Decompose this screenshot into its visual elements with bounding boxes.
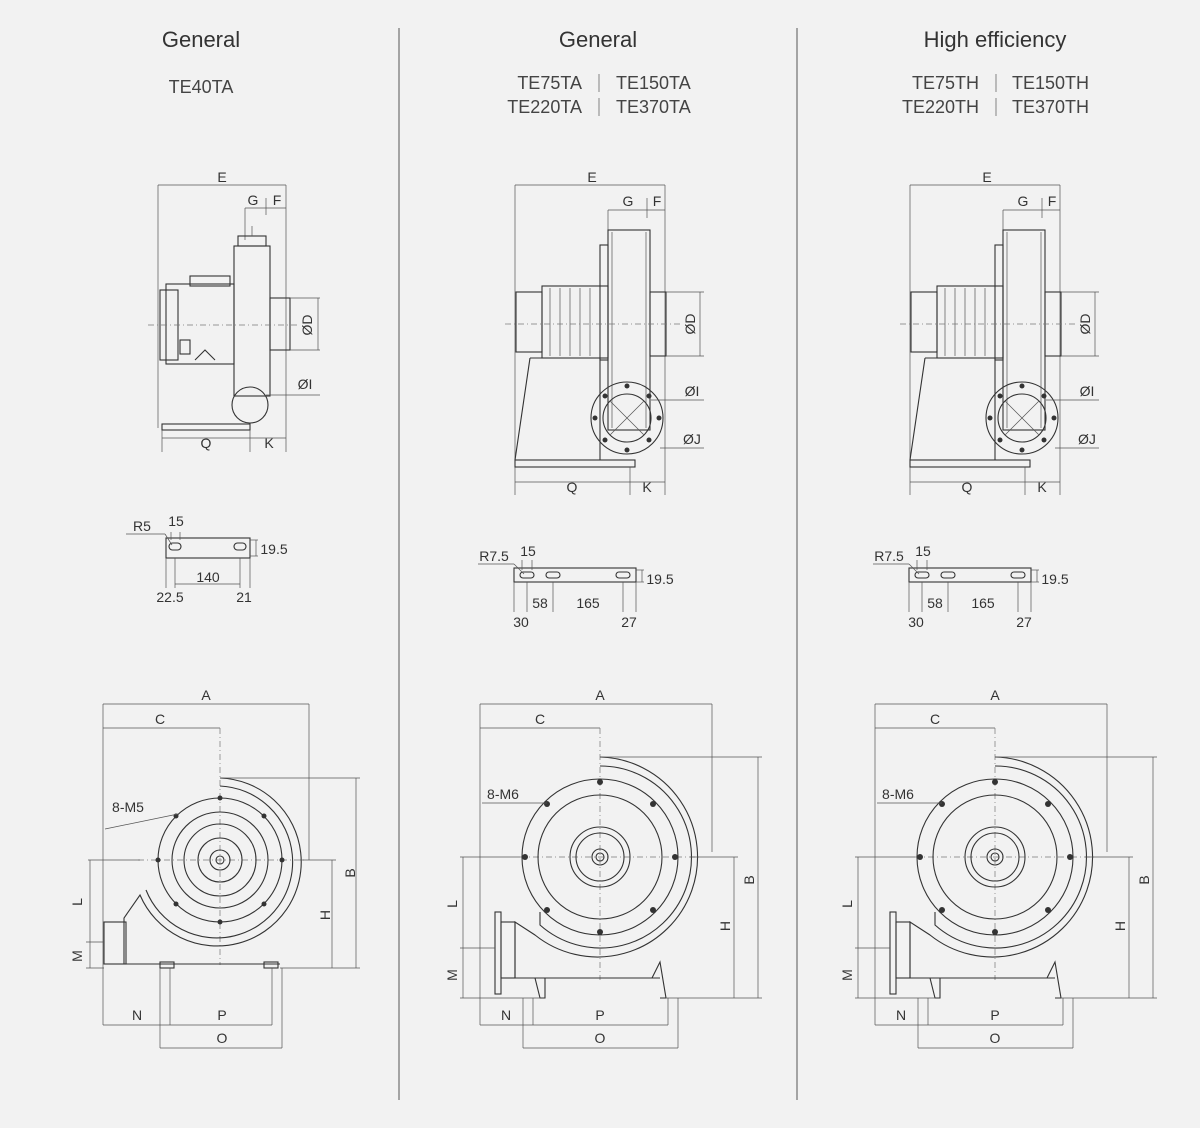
base-span: 165: [576, 595, 600, 611]
dim-a: A: [990, 687, 1000, 703]
dim-k: K: [264, 435, 274, 451]
base-slot: 15: [520, 543, 536, 559]
panel-te-th: High efficiency TE75TH TE150TH TE220TH T…: [839, 27, 1157, 1049]
base-height: 19.5: [646, 571, 673, 587]
base-slot-spacing: 58: [532, 595, 548, 611]
dim-g: G: [1018, 193, 1029, 209]
panel-te40ta: General TE40TA E G F: [69, 27, 360, 1049]
dim-l: L: [444, 900, 460, 908]
base-slot: 15: [915, 543, 931, 559]
panel-te-ta: General TE75TA TE150TA TE220TA TE370TA E…: [444, 27, 762, 1049]
dim-h: H: [717, 921, 733, 931]
model-label: TE220TA: [507, 97, 582, 117]
dim-q: Q: [962, 479, 973, 495]
front-holes: 8-M5: [112, 799, 144, 815]
dim-e: E: [982, 169, 991, 185]
dim-q: Q: [567, 479, 578, 495]
front-holes: 8-M6: [882, 786, 914, 802]
base-left-offset: 30: [513, 614, 529, 630]
base-height: 19.5: [260, 541, 287, 557]
model-label: TE370TA: [616, 97, 691, 117]
dim-a: A: [595, 687, 605, 703]
dim-k: K: [642, 479, 652, 495]
dim-d: ØD: [1077, 314, 1093, 335]
dim-e: E: [587, 169, 596, 185]
base-radius: R5: [133, 518, 151, 534]
panel-title: High efficiency: [924, 27, 1067, 52]
base-bracket: R5 15 19.5 140 22.5 21: [126, 513, 288, 605]
front-view: A C 8-M6: [444, 687, 762, 1049]
dim-k: K: [1037, 479, 1047, 495]
dim-a: A: [201, 687, 211, 703]
model-label: TE75TH: [912, 73, 979, 93]
base-slot: 15: [168, 513, 184, 529]
dim-n: N: [501, 1007, 511, 1023]
side-view: E G F ØD: [900, 169, 1099, 495]
base-left-offset: 22.5: [156, 589, 183, 605]
dim-o: O: [595, 1030, 606, 1046]
panel-title: General: [559, 27, 637, 52]
dim-l: L: [839, 900, 855, 908]
dim-h: H: [317, 910, 333, 920]
dim-f: F: [1048, 193, 1057, 209]
base-left-offset: 30: [908, 614, 924, 630]
dim-d: ØD: [682, 314, 698, 335]
model-label: TE150TA: [616, 73, 691, 93]
base-right-offset: 27: [1016, 614, 1032, 630]
dim-j: ØJ: [1078, 431, 1096, 447]
panel-title: General: [162, 27, 240, 52]
base-right-offset: 27: [621, 614, 637, 630]
side-view: E G F ØD ØI: [148, 169, 320, 452]
dim-o: O: [990, 1030, 1001, 1046]
model-label: TE370TH: [1012, 97, 1089, 117]
dim-n: N: [132, 1007, 142, 1023]
model-label: TE220TH: [902, 97, 979, 117]
dim-c: C: [155, 711, 165, 727]
dim-b: B: [1136, 875, 1152, 884]
dim-p: P: [595, 1007, 604, 1023]
dim-i: ØI: [298, 376, 313, 392]
base-bracket: R7.5 15 19.5 58 165 30 27: [478, 543, 674, 630]
base-right-offset: 21: [236, 589, 252, 605]
front-view: A C 8-M5: [69, 687, 360, 1049]
model-label: TE150TH: [1012, 73, 1089, 93]
dim-p: P: [217, 1007, 226, 1023]
dim-i: ØI: [1080, 383, 1095, 399]
side-view: E G F ØD: [505, 169, 704, 495]
dim-c: C: [930, 711, 940, 727]
base-radius: R7.5: [479, 548, 509, 564]
dim-d: ØD: [299, 315, 315, 336]
dim-m: M: [444, 969, 460, 981]
dim-n: N: [896, 1007, 906, 1023]
base-slot-spacing: 58: [927, 595, 943, 611]
model-label: TE75TA: [517, 73, 582, 93]
dim-q: Q: [201, 435, 212, 451]
model-label: TE40TA: [169, 77, 234, 97]
base-span: 140: [196, 569, 220, 585]
dim-g: G: [623, 193, 634, 209]
dim-i: ØI: [685, 383, 700, 399]
base-height: 19.5: [1041, 571, 1068, 587]
dim-h: H: [1112, 921, 1128, 931]
base-radius: R7.5: [874, 548, 904, 564]
dim-m: M: [839, 969, 855, 981]
front-holes: 8-M6: [487, 786, 519, 802]
dim-m: M: [69, 950, 85, 962]
dim-f: F: [653, 193, 662, 209]
dim-b: B: [741, 875, 757, 884]
dim-g: G: [248, 192, 259, 208]
dim-p: P: [990, 1007, 999, 1023]
dim-o: O: [217, 1030, 228, 1046]
base-bracket: R7.5 15 19.5 58 165 30 27: [873, 543, 1069, 630]
dim-l: L: [69, 898, 85, 906]
dim-f: F: [273, 192, 282, 208]
dim-e: E: [217, 169, 226, 185]
dim-j: ØJ: [683, 431, 701, 447]
dim-c: C: [535, 711, 545, 727]
dim-b: B: [342, 868, 358, 877]
front-view: A C 8-M6: [839, 687, 1157, 1049]
base-span: 165: [971, 595, 995, 611]
